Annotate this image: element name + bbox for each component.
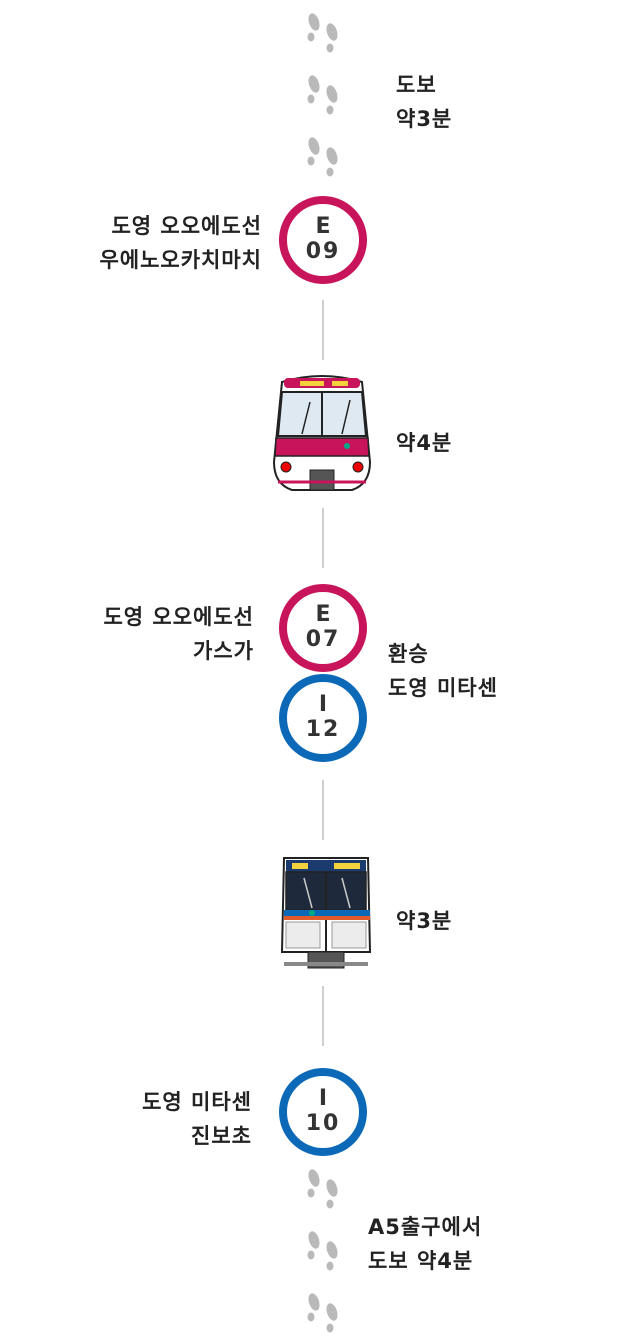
ride-oedo-duration: 약4분: [396, 431, 453, 455]
station-i10-name: 도영 미타센 진보초: [142, 1085, 252, 1153]
station-e09-number: 09: [305, 239, 341, 264]
footsteps-icon: [302, 70, 346, 115]
ride-mita-duration: 약3분: [396, 909, 453, 933]
footsteps-icon: [302, 1164, 346, 1209]
footsteps-icon: [302, 132, 346, 177]
walk-start-line2: 약3분: [396, 107, 453, 131]
station-badge-e09: E 09: [279, 196, 367, 284]
station-e09-station-name: 우에노오카치마치: [99, 248, 262, 272]
station-i10-code: I: [318, 1086, 328, 1111]
route-connector: [322, 508, 324, 568]
station-badge-e07: E 07: [279, 584, 367, 672]
route-connector: [322, 780, 324, 840]
station-e07-line-name: 도영 오오에도선: [103, 605, 254, 629]
transfer-label: 환승: [388, 642, 429, 666]
station-e07-station-name: 가스가: [193, 639, 254, 663]
station-e07-name: 도영 오오에도선 가스가: [103, 600, 254, 668]
station-i10-number: 10: [305, 1111, 341, 1136]
station-i10-station-name: 진보초: [191, 1124, 252, 1148]
footsteps-icon: [302, 8, 346, 53]
walk-start-line1: 도보: [396, 73, 437, 97]
footsteps-icon: [302, 1288, 346, 1333]
footsteps-icon: [302, 1226, 346, 1271]
station-e09-line-name: 도영 오오에도선: [111, 214, 262, 238]
walk-start-text: 도보 약3분: [396, 68, 452, 136]
mita-train-icon: [278, 852, 374, 982]
station-badge-i12: I 12: [279, 674, 367, 762]
route-connector: [322, 300, 324, 360]
station-e09-name: 도영 오오에도선 우에노오카치마치: [99, 209, 262, 277]
transfer-line-name: 도영 미타센: [388, 676, 498, 700]
walk-end-line1: A5출구에서: [368, 1215, 483, 1239]
oedo-train-icon: [272, 372, 372, 502]
walk-end-line2: 도보 약4분: [368, 1249, 474, 1273]
station-e07-code: E: [315, 602, 331, 627]
walk-end-text: A5출구에서 도보 약4분: [368, 1210, 482, 1278]
station-e07-number: 07: [305, 627, 341, 652]
station-e09-code: E: [315, 214, 331, 239]
station-i10-line-name: 도영 미타센: [142, 1090, 252, 1114]
station-badge-i10: I 10: [279, 1068, 367, 1156]
route-connector: [322, 986, 324, 1046]
station-i12-code: I: [318, 692, 328, 717]
station-i12-number: 12: [305, 717, 341, 742]
transfer-text: 환승 도영 미타센: [388, 637, 498, 705]
